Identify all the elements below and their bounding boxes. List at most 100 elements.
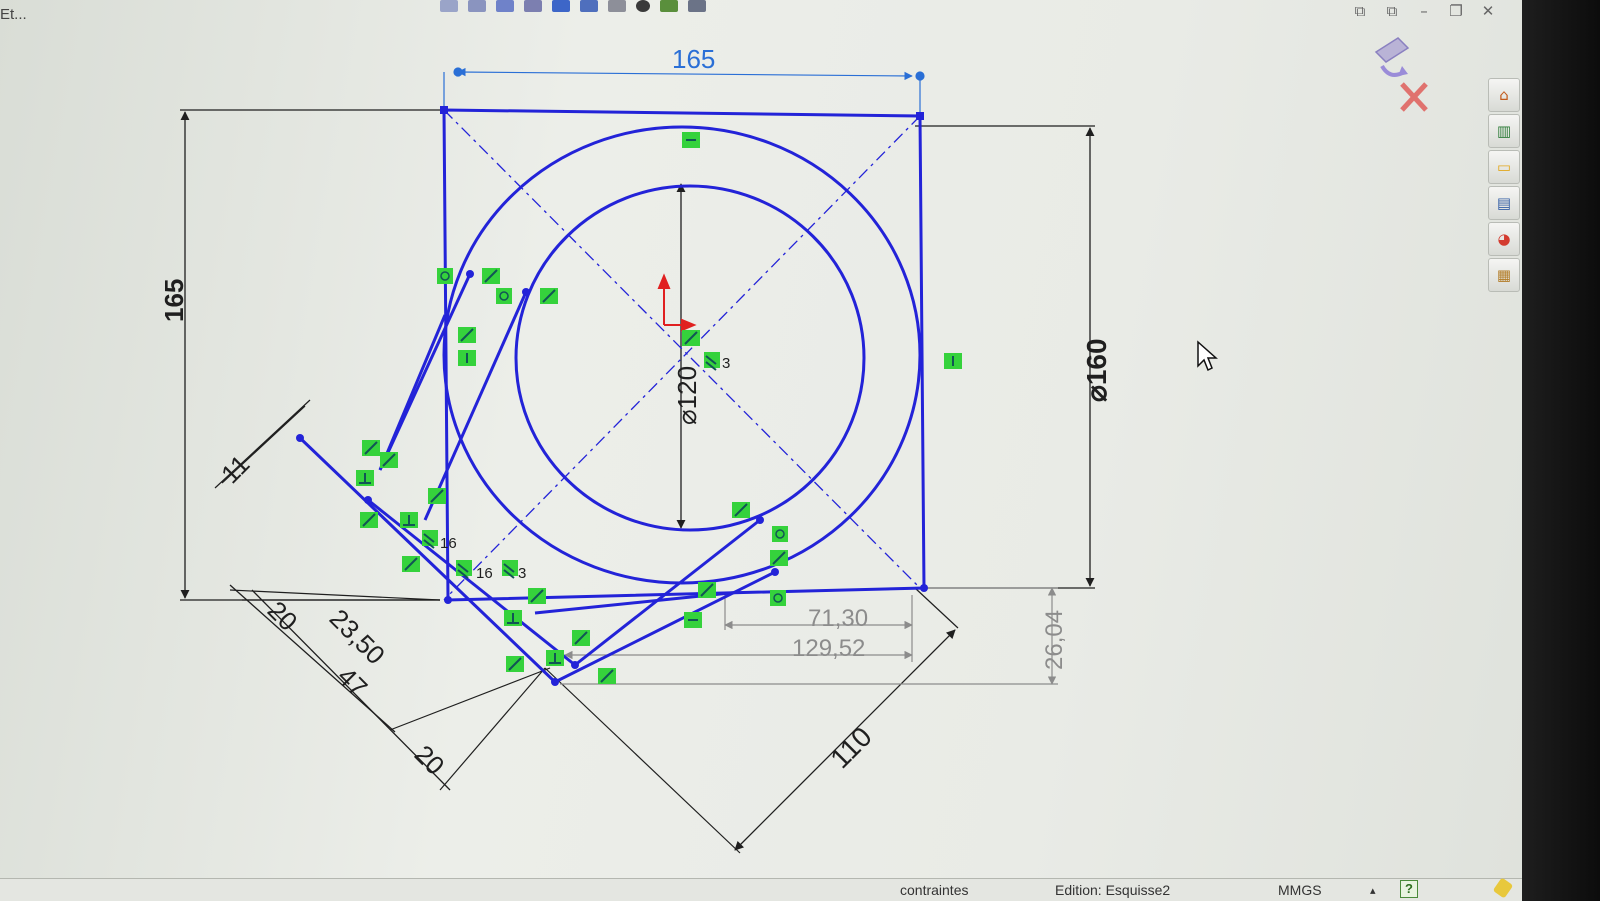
status-bar: contraintes Edition: Esquisse2 MMGS ▴ ? (0, 877, 1522, 901)
appearance-icon[interactable] (636, 0, 650, 12)
driven-dimension-71-30: 71,30 (808, 605, 868, 632)
sketch-relations[interactable] (356, 132, 962, 684)
window-controls: ⧉ ⧉ – ❐ ✕ (1350, 2, 1498, 20)
view-orientation-icon[interactable] (552, 0, 570, 12)
relation-coincident-icon (572, 630, 590, 646)
close-button[interactable]: ✕ (1481, 2, 1495, 20)
inner-circle-120 (514, 184, 866, 532)
dimension-values[interactable]: 165 165 ⌀160 ⌀120 11 20 23,50 47 20 110 … (159, 44, 1112, 781)
hide-show-icon[interactable] (608, 0, 626, 12)
minimize-button[interactable]: – (1420, 2, 1428, 20)
relation-perpendicular-icon (400, 512, 418, 528)
dimension-11: 11 (215, 449, 255, 489)
relation-number: 3 (518, 565, 526, 582)
relation-number: 3 (722, 355, 730, 372)
relation-coincident-icon (770, 550, 788, 566)
dimension-line-165-top[interactable] (443, 67, 925, 116)
sketch-points (296, 106, 928, 686)
relation-coincident-icon (540, 288, 558, 304)
rebuild-icon[interactable] (1492, 877, 1514, 899)
relation-number: 16 (476, 565, 493, 582)
units-selector[interactable]: MMGS (1278, 882, 1322, 898)
zoom-fit-icon[interactable] (440, 0, 458, 12)
home-icon: ⌂ (1499, 86, 1509, 104)
driven-dimension-129-52: 129,52 (792, 635, 865, 662)
sketch-geometry[interactable] (298, 108, 926, 684)
dimension-165-top: 165 (672, 44, 715, 74)
restore-button[interactable]: ❐ (1449, 2, 1463, 20)
task-pane-tab-custom-properties[interactable]: ▦ (1488, 258, 1520, 292)
view-palette-icon: ▤ (1496, 194, 1512, 212)
top-toolbar: Et... ⧉ ⧉ – ❐ ✕ (0, 0, 1522, 34)
relation-coincident-icon (732, 502, 750, 518)
relation-coincident-icon (380, 452, 398, 468)
relation-tangent-icon (772, 526, 788, 542)
dimension-lines (180, 111, 1095, 851)
relation-vertical-icon (944, 353, 962, 369)
task-pane-tab-view-palette[interactable]: ▤ (1488, 186, 1520, 220)
custom-properties-icon: ▦ (1496, 266, 1512, 284)
relation-coincident-icon (360, 512, 378, 528)
status-editing: Edition: Esquisse2 (1055, 882, 1171, 898)
slot-edge-2 (367, 498, 576, 667)
task-pane-tab-file-explorer[interactable]: ▭ (1488, 150, 1520, 184)
task-pane-tabs: ⌂ ▥ ▭ ▤ ◕ ▦ (1488, 78, 1520, 292)
driven-dimension-26-04: 26,04 (1041, 610, 1068, 670)
sketch-canvas[interactable]: 3 16 16 3 165 165 ⌀160 ⌀120 11 20 23,50 … (0, 0, 1522, 878)
dimension-extension-lines (180, 109, 1095, 854)
feature-tab-label[interactable]: Et... (0, 6, 27, 23)
relation-number: 16 (440, 535, 457, 552)
relation-equal-icon (422, 530, 438, 549)
relation-tangent-icon (437, 268, 453, 284)
folder-icon: ▭ (1496, 158, 1512, 176)
relation-perpendicular-icon (504, 610, 522, 626)
sketch-origin-icon (657, 273, 697, 332)
section-view-icon[interactable] (524, 0, 542, 12)
relation-coincident-icon (682, 330, 700, 346)
previous-view-icon[interactable] (496, 0, 514, 12)
relation-equal-icon (456, 560, 472, 579)
appearances-icon: ◕ (1497, 230, 1511, 248)
relation-equal-icon (704, 352, 720, 371)
dimension-diameter-160: ⌀160 (1081, 338, 1112, 402)
driven-dimension-lines (560, 587, 1058, 685)
solidworks-window: Et... ⧉ ⧉ – ❐ ✕ (0, 0, 1522, 901)
scene-icon[interactable] (660, 0, 678, 12)
tile-right-icon[interactable]: ⧉ (1386, 2, 1398, 20)
relation-tangent-icon (770, 590, 786, 606)
dimension-20-bottom: 20 (409, 739, 451, 781)
relation-tangent-icon (496, 288, 512, 304)
relation-coincident-icon (528, 588, 546, 604)
relation-coincident-icon (362, 440, 380, 456)
task-pane-tab-home[interactable]: ⌂ (1488, 78, 1520, 112)
dimension-diameter-120: ⌀120 (672, 366, 702, 425)
relation-coincident-icon (428, 488, 446, 504)
relation-horizontal-icon (684, 612, 702, 628)
slot-edge-1 (298, 436, 557, 684)
zoom-area-icon[interactable] (468, 0, 486, 12)
tile-left-icon[interactable]: ⧉ (1354, 2, 1366, 20)
mouse-pointer-icon (1197, 340, 1218, 372)
relation-equal-icon (502, 560, 518, 579)
task-pane-tab-appearances[interactable]: ◕ (1488, 222, 1520, 256)
tangent-line-lower (423, 291, 528, 521)
slot-bottom-1 (554, 570, 776, 684)
exit-sketch-icon[interactable] (1374, 37, 1410, 77)
relation-coincident-icon (402, 556, 420, 572)
slot-edge-3 (378, 314, 447, 471)
task-pane-tab-design-library[interactable]: ▥ (1488, 114, 1520, 148)
relation-coincident-icon (506, 656, 524, 672)
status-constraints: contraintes (900, 882, 969, 898)
relation-coincident-icon (598, 668, 616, 684)
dimension-23-50: 23,50 (324, 603, 391, 670)
view-settings-icon[interactable] (688, 0, 706, 12)
dimension-20-left: 20 (262, 595, 304, 637)
slot-bottom-2 (574, 518, 761, 667)
confirmation-corner (1374, 37, 1428, 112)
cancel-sketch-icon[interactable] (1400, 82, 1428, 112)
help-icon[interactable]: ? (1400, 880, 1418, 898)
relation-perpendicular-icon (356, 470, 374, 486)
heads-up-view-toolbar (440, 0, 706, 14)
display-style-icon[interactable] (580, 0, 598, 12)
units-arrow-icon[interactable]: ▴ (1370, 885, 1376, 897)
